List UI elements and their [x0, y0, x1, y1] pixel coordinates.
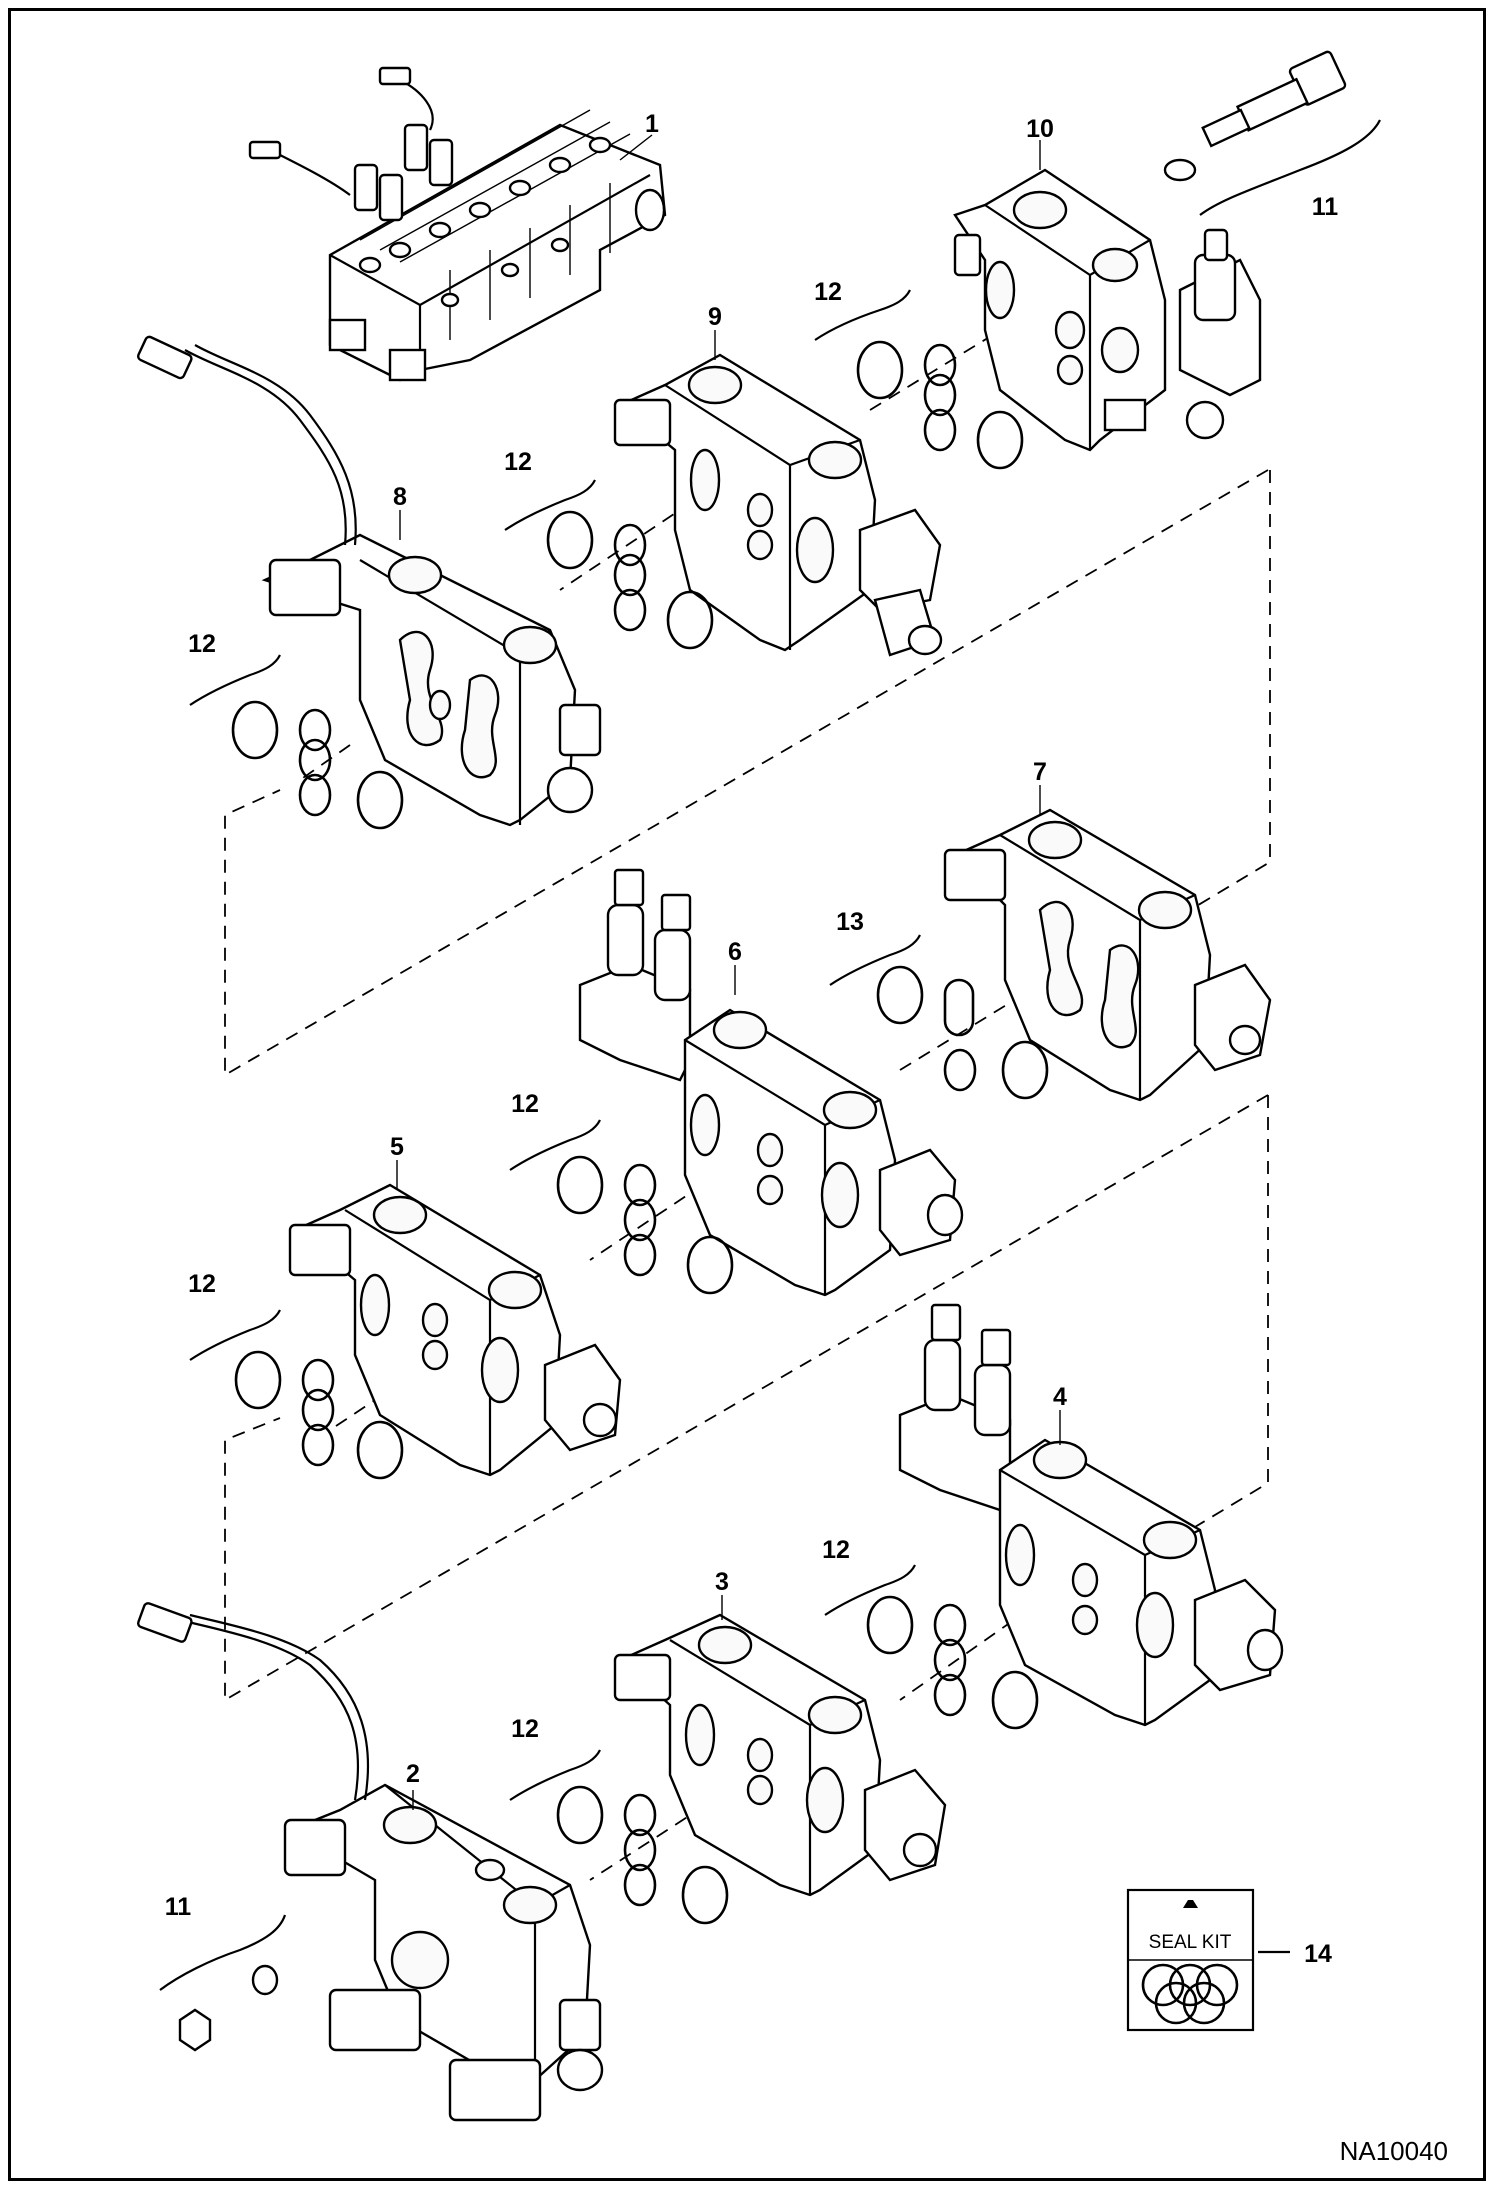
seal-group-12-a — [814, 289, 1024, 470]
seal-group-12-e — [189, 1309, 404, 1480]
seal-group-12-b — [504, 479, 714, 650]
seal-kit-label: SEAL KIT — [1149, 1932, 1232, 1953]
capscrew-11-top — [1163, 50, 1381, 216]
callout-12-g: 12 — [511, 1715, 539, 1743]
seal-group-12-c — [189, 654, 404, 830]
callout-7: 7 — [1033, 758, 1047, 786]
callout-1: 1 — [645, 110, 659, 138]
valve-section-10 — [953, 168, 1262, 452]
callout-2: 2 — [406, 1760, 420, 1788]
callout-5: 5 — [390, 1133, 404, 1161]
callout-3: 3 — [715, 1568, 729, 1596]
callout-labels: 1 2 3 4 5 6 7 8 9 10 11 11 12 12 12 12 1… — [165, 110, 1339, 1968]
callout-12-b: 12 — [504, 448, 532, 476]
seal-group-12-g — [509, 1749, 729, 1925]
callout-12-c: 12 — [188, 630, 216, 658]
seal-kit-box: SEAL KIT — [1126, 1888, 1290, 2032]
valve-section-7 — [943, 808, 1272, 1102]
callout-11-bottom: 11 — [165, 1893, 192, 1921]
callout-8: 8 — [393, 483, 407, 511]
valve-section-4 — [898, 1303, 1284, 1727]
callout-9: 9 — [708, 303, 722, 331]
valve-assembly-1 — [248, 66, 667, 382]
callout-12-a: 12 — [814, 278, 842, 306]
valve-section-2 — [136, 1602, 604, 2122]
callout-12-f: 12 — [822, 1536, 850, 1564]
callout-10: 10 — [1026, 115, 1054, 143]
valve-section-9 — [613, 353, 943, 657]
valve-section-3 — [613, 1613, 947, 1897]
callout-6: 6 — [728, 938, 742, 966]
callout-4: 4 — [1053, 1383, 1067, 1411]
nut-11-bottom — [159, 1914, 287, 2052]
drawing-id: NA10040 — [1340, 2136, 1448, 2166]
callout-11-top: 11 — [1312, 193, 1339, 221]
seal-group-13 — [829, 934, 1049, 1100]
callout-14: 14 — [1304, 1940, 1332, 1968]
seal-rings-icon — [1141, 1963, 1239, 2025]
callout-12-d: 12 — [511, 1090, 539, 1118]
leader-lines — [396, 134, 1061, 1810]
seal-group-12-d — [509, 1119, 734, 1295]
valve-section-8 — [136, 335, 602, 827]
seal-group-12-f — [824, 1564, 1039, 1730]
valve-section-5 — [288, 1183, 622, 1477]
valve-section-6 — [578, 868, 964, 1297]
callout-12-e: 12 — [188, 1270, 216, 1298]
callout-13: 13 — [836, 908, 864, 936]
